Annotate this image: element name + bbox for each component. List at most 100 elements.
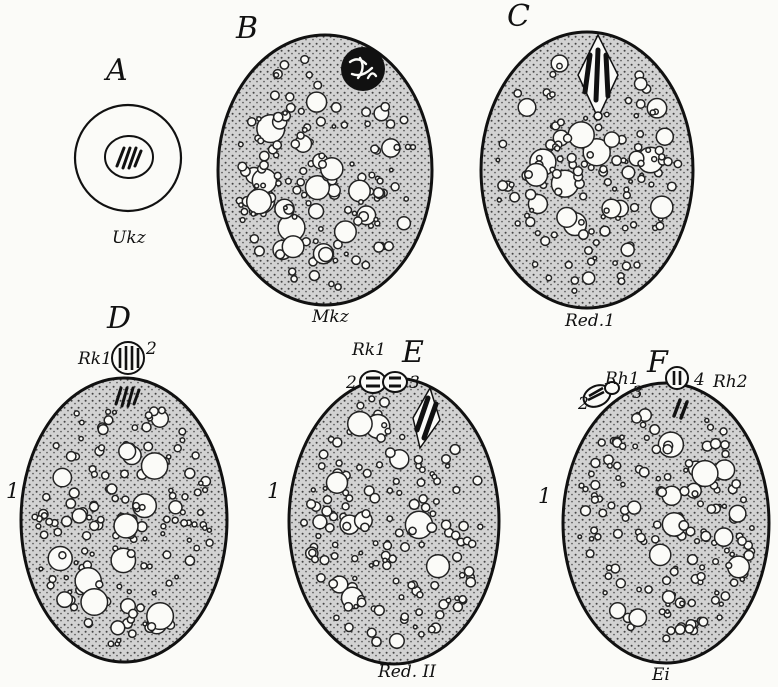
vacuole bbox=[117, 584, 122, 589]
vacuole bbox=[199, 481, 203, 485]
vacuole bbox=[675, 625, 685, 635]
vacuole bbox=[692, 461, 718, 487]
vacuole bbox=[460, 573, 465, 578]
vacuole bbox=[387, 488, 392, 493]
vacuole bbox=[550, 72, 556, 78]
vacuole bbox=[644, 436, 649, 441]
vacuole bbox=[127, 590, 131, 594]
vacuole bbox=[314, 239, 319, 244]
vacuole bbox=[557, 156, 563, 162]
vacuole bbox=[167, 455, 171, 459]
vacuole bbox=[57, 592, 72, 607]
vacuole bbox=[579, 230, 588, 239]
vacuole bbox=[112, 495, 118, 501]
vacuole bbox=[387, 516, 392, 521]
vacuole bbox=[497, 198, 501, 202]
vacuole bbox=[348, 412, 372, 436]
vacuole bbox=[333, 542, 338, 547]
vacuole bbox=[362, 510, 370, 518]
vacuole bbox=[239, 142, 244, 147]
vacuole bbox=[182, 494, 188, 500]
vacuole bbox=[166, 580, 172, 586]
vacuole bbox=[102, 472, 109, 479]
vacuole bbox=[530, 208, 534, 212]
vacuole bbox=[324, 496, 332, 504]
vacuole bbox=[478, 524, 483, 529]
vacuole bbox=[514, 90, 521, 97]
vacuole bbox=[656, 477, 660, 481]
vacuole bbox=[394, 145, 400, 151]
vacuole bbox=[397, 491, 402, 496]
vacuole bbox=[652, 445, 660, 453]
vacuole bbox=[274, 153, 279, 158]
vacuole bbox=[663, 577, 671, 585]
vacuole bbox=[335, 221, 357, 243]
vacuole bbox=[148, 623, 156, 631]
vacuole bbox=[550, 92, 555, 97]
vacuole bbox=[192, 452, 199, 459]
vacuole bbox=[390, 634, 405, 649]
vacuole bbox=[187, 538, 191, 542]
vacuole bbox=[656, 222, 664, 230]
vacuole bbox=[604, 179, 611, 186]
vacuole bbox=[374, 606, 384, 616]
vacuole bbox=[614, 530, 623, 539]
vacuole bbox=[399, 595, 404, 600]
vacuole bbox=[647, 99, 666, 118]
vacuole bbox=[634, 262, 640, 268]
vacuole bbox=[99, 445, 105, 451]
vacuole bbox=[207, 528, 211, 532]
vacuole bbox=[143, 537, 147, 541]
vacuole bbox=[361, 523, 369, 531]
vacuole bbox=[509, 182, 514, 187]
vacuole bbox=[300, 168, 307, 175]
vacuole bbox=[608, 464, 613, 469]
vacuole bbox=[383, 558, 387, 562]
vacuole bbox=[535, 231, 540, 236]
vacuole bbox=[133, 503, 139, 509]
vacuole bbox=[67, 452, 76, 461]
vacuole bbox=[688, 555, 698, 565]
vacuole bbox=[578, 535, 582, 539]
vacuole bbox=[335, 284, 341, 290]
vacuole bbox=[558, 119, 565, 126]
vacuole bbox=[654, 521, 661, 528]
vacuole bbox=[631, 222, 637, 228]
vacuole bbox=[631, 204, 639, 212]
vacuole bbox=[518, 99, 536, 117]
vacuole bbox=[715, 528, 733, 546]
vacuole bbox=[81, 589, 108, 616]
panel-f-body-num-right: 3 bbox=[632, 383, 643, 403]
vacuole bbox=[90, 502, 99, 511]
vacuole bbox=[69, 488, 79, 498]
vacuole bbox=[526, 190, 536, 200]
vacuole bbox=[317, 117, 326, 126]
vacuole bbox=[336, 460, 342, 466]
vacuole bbox=[450, 445, 460, 455]
vacuole bbox=[571, 277, 578, 284]
vacuole bbox=[382, 423, 387, 428]
vacuole bbox=[406, 144, 411, 149]
vacuole bbox=[589, 229, 594, 234]
vacuole bbox=[387, 120, 395, 128]
vacuole bbox=[446, 598, 451, 603]
vacuole bbox=[331, 553, 338, 560]
vacuole bbox=[359, 551, 363, 555]
vacuole bbox=[659, 154, 665, 160]
vacuole bbox=[161, 524, 166, 529]
vacuole bbox=[525, 171, 533, 179]
vacuole bbox=[53, 468, 71, 486]
vacuole bbox=[359, 200, 363, 204]
vacuole bbox=[393, 578, 399, 584]
vacuole bbox=[565, 262, 572, 269]
vacuole bbox=[650, 110, 655, 115]
vacuole bbox=[344, 252, 348, 256]
vacuole bbox=[465, 567, 474, 576]
vacuole bbox=[730, 552, 734, 556]
vacuole bbox=[292, 215, 297, 220]
vacuole bbox=[313, 515, 327, 529]
vacuole bbox=[374, 188, 384, 198]
vacuole bbox=[431, 582, 439, 590]
vacuole bbox=[430, 511, 435, 516]
vacuole bbox=[274, 113, 283, 122]
